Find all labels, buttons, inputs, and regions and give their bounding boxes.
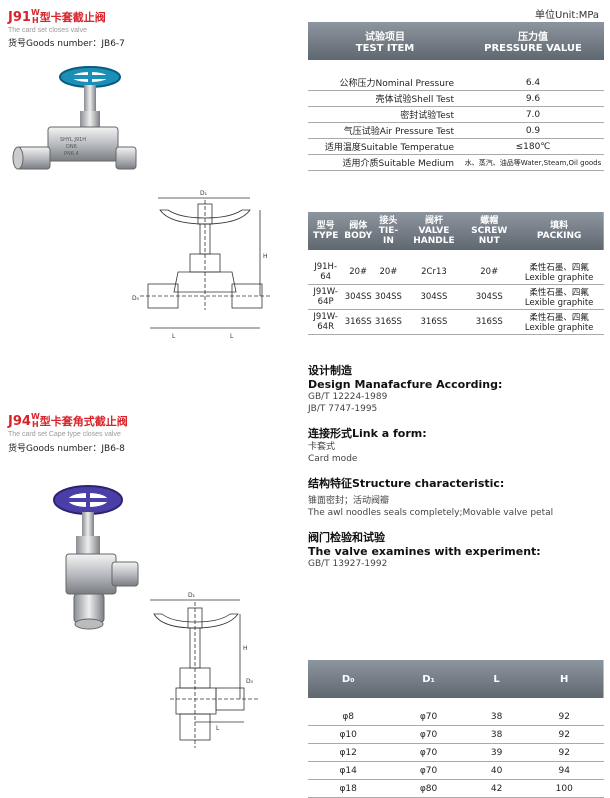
col2-en: PRESSURE VALUE bbox=[484, 43, 582, 54]
valve-photo-1: SHYL J91H DN6 PN6.4 bbox=[12, 66, 137, 170]
title-sub: H bbox=[32, 15, 39, 25]
valve-drawing-2: D₁ H D₀ L bbox=[150, 592, 260, 748]
title-suffix: 型卡套截止阀 bbox=[39, 11, 106, 24]
structure-heading: 结构特征Structure characteristic: bbox=[308, 477, 505, 490]
label-l: L bbox=[172, 333, 176, 340]
goods-number-1: 货号Goods number：JB6-7 bbox=[8, 39, 125, 49]
product-subtitle-1: The card set closes valve bbox=[8, 27, 87, 34]
design-std-2: JB/T 7747-1995 bbox=[308, 404, 378, 414]
design-std-1: GB/T 12224-1989 bbox=[308, 392, 388, 402]
valve-photo-2 bbox=[53, 485, 139, 630]
label-d0: D₀ bbox=[132, 295, 140, 302]
dimension-table-header: D₀ D₁ L H bbox=[308, 660, 604, 698]
valve-marking-1: SHYL J91H bbox=[60, 137, 86, 143]
valve-drawing-1: D₁ H D₀ L L bbox=[132, 190, 270, 340]
title-sup: W bbox=[30, 411, 40, 421]
col2-cn: 压力值 bbox=[518, 32, 548, 43]
label-d0-2: D₀ bbox=[246, 678, 254, 685]
link-cn: 卡套式 bbox=[308, 442, 336, 452]
pressure-table: 试验项目 TEST ITEM 压力值 PRESSURE VALUE 公称压力No… bbox=[308, 22, 604, 171]
link-heading: 连接形式Link a form: bbox=[308, 427, 427, 440]
title-sup: W bbox=[30, 7, 40, 17]
valve-marking-3: PN6.4 bbox=[64, 151, 79, 157]
exam-std: GB/T 13927-1992 bbox=[308, 559, 388, 569]
goods-number-2: 货号Goods number：JB6-8 bbox=[8, 444, 125, 454]
pressure-table-header: 试验项目 TEST ITEM 压力值 PRESSURE VALUE bbox=[308, 22, 604, 60]
label-l-2: L bbox=[230, 333, 234, 340]
product-subtitle-2: The card set Cape type closes valve bbox=[8, 431, 121, 438]
valve-marking-2: DN6 bbox=[66, 144, 77, 150]
title-sub: H bbox=[32, 419, 39, 429]
exam-heading-cn: 阀门检验和试验 bbox=[308, 531, 385, 544]
title-prefix: J91 bbox=[8, 10, 31, 25]
unit-label: 单位Unit:MPa bbox=[535, 10, 600, 21]
title-prefix: J94 bbox=[8, 414, 31, 429]
table-row: 适用温度Suitable Temperatue≤180℃ bbox=[308, 138, 604, 155]
title-suffix: 型卡套角式截止阀 bbox=[39, 415, 128, 428]
structure-en: The awl noodles seals completely;Movable… bbox=[308, 508, 554, 518]
label-h-2: H bbox=[243, 645, 248, 652]
design-heading-cn: 设计制造 bbox=[308, 364, 352, 377]
col1-en: TEST ITEM bbox=[355, 43, 415, 54]
link-en: Card mode bbox=[308, 454, 358, 464]
label-d1-2: D₁ bbox=[188, 592, 196, 599]
label-h: H bbox=[263, 253, 268, 260]
label-d1: D₁ bbox=[200, 190, 208, 197]
exam-heading-en: The valve examines with experiment: bbox=[308, 545, 541, 558]
info-section: 设计制造 Design Manafacfure According: GB/T … bbox=[308, 362, 604, 570]
design-heading-en: Design Manafacfure According: bbox=[308, 378, 503, 391]
label-l-3: L bbox=[216, 725, 220, 732]
structure-cn: 锥面密封；活动阀瓣 bbox=[308, 496, 390, 506]
col1-cn: 试验项目 bbox=[365, 32, 405, 43]
